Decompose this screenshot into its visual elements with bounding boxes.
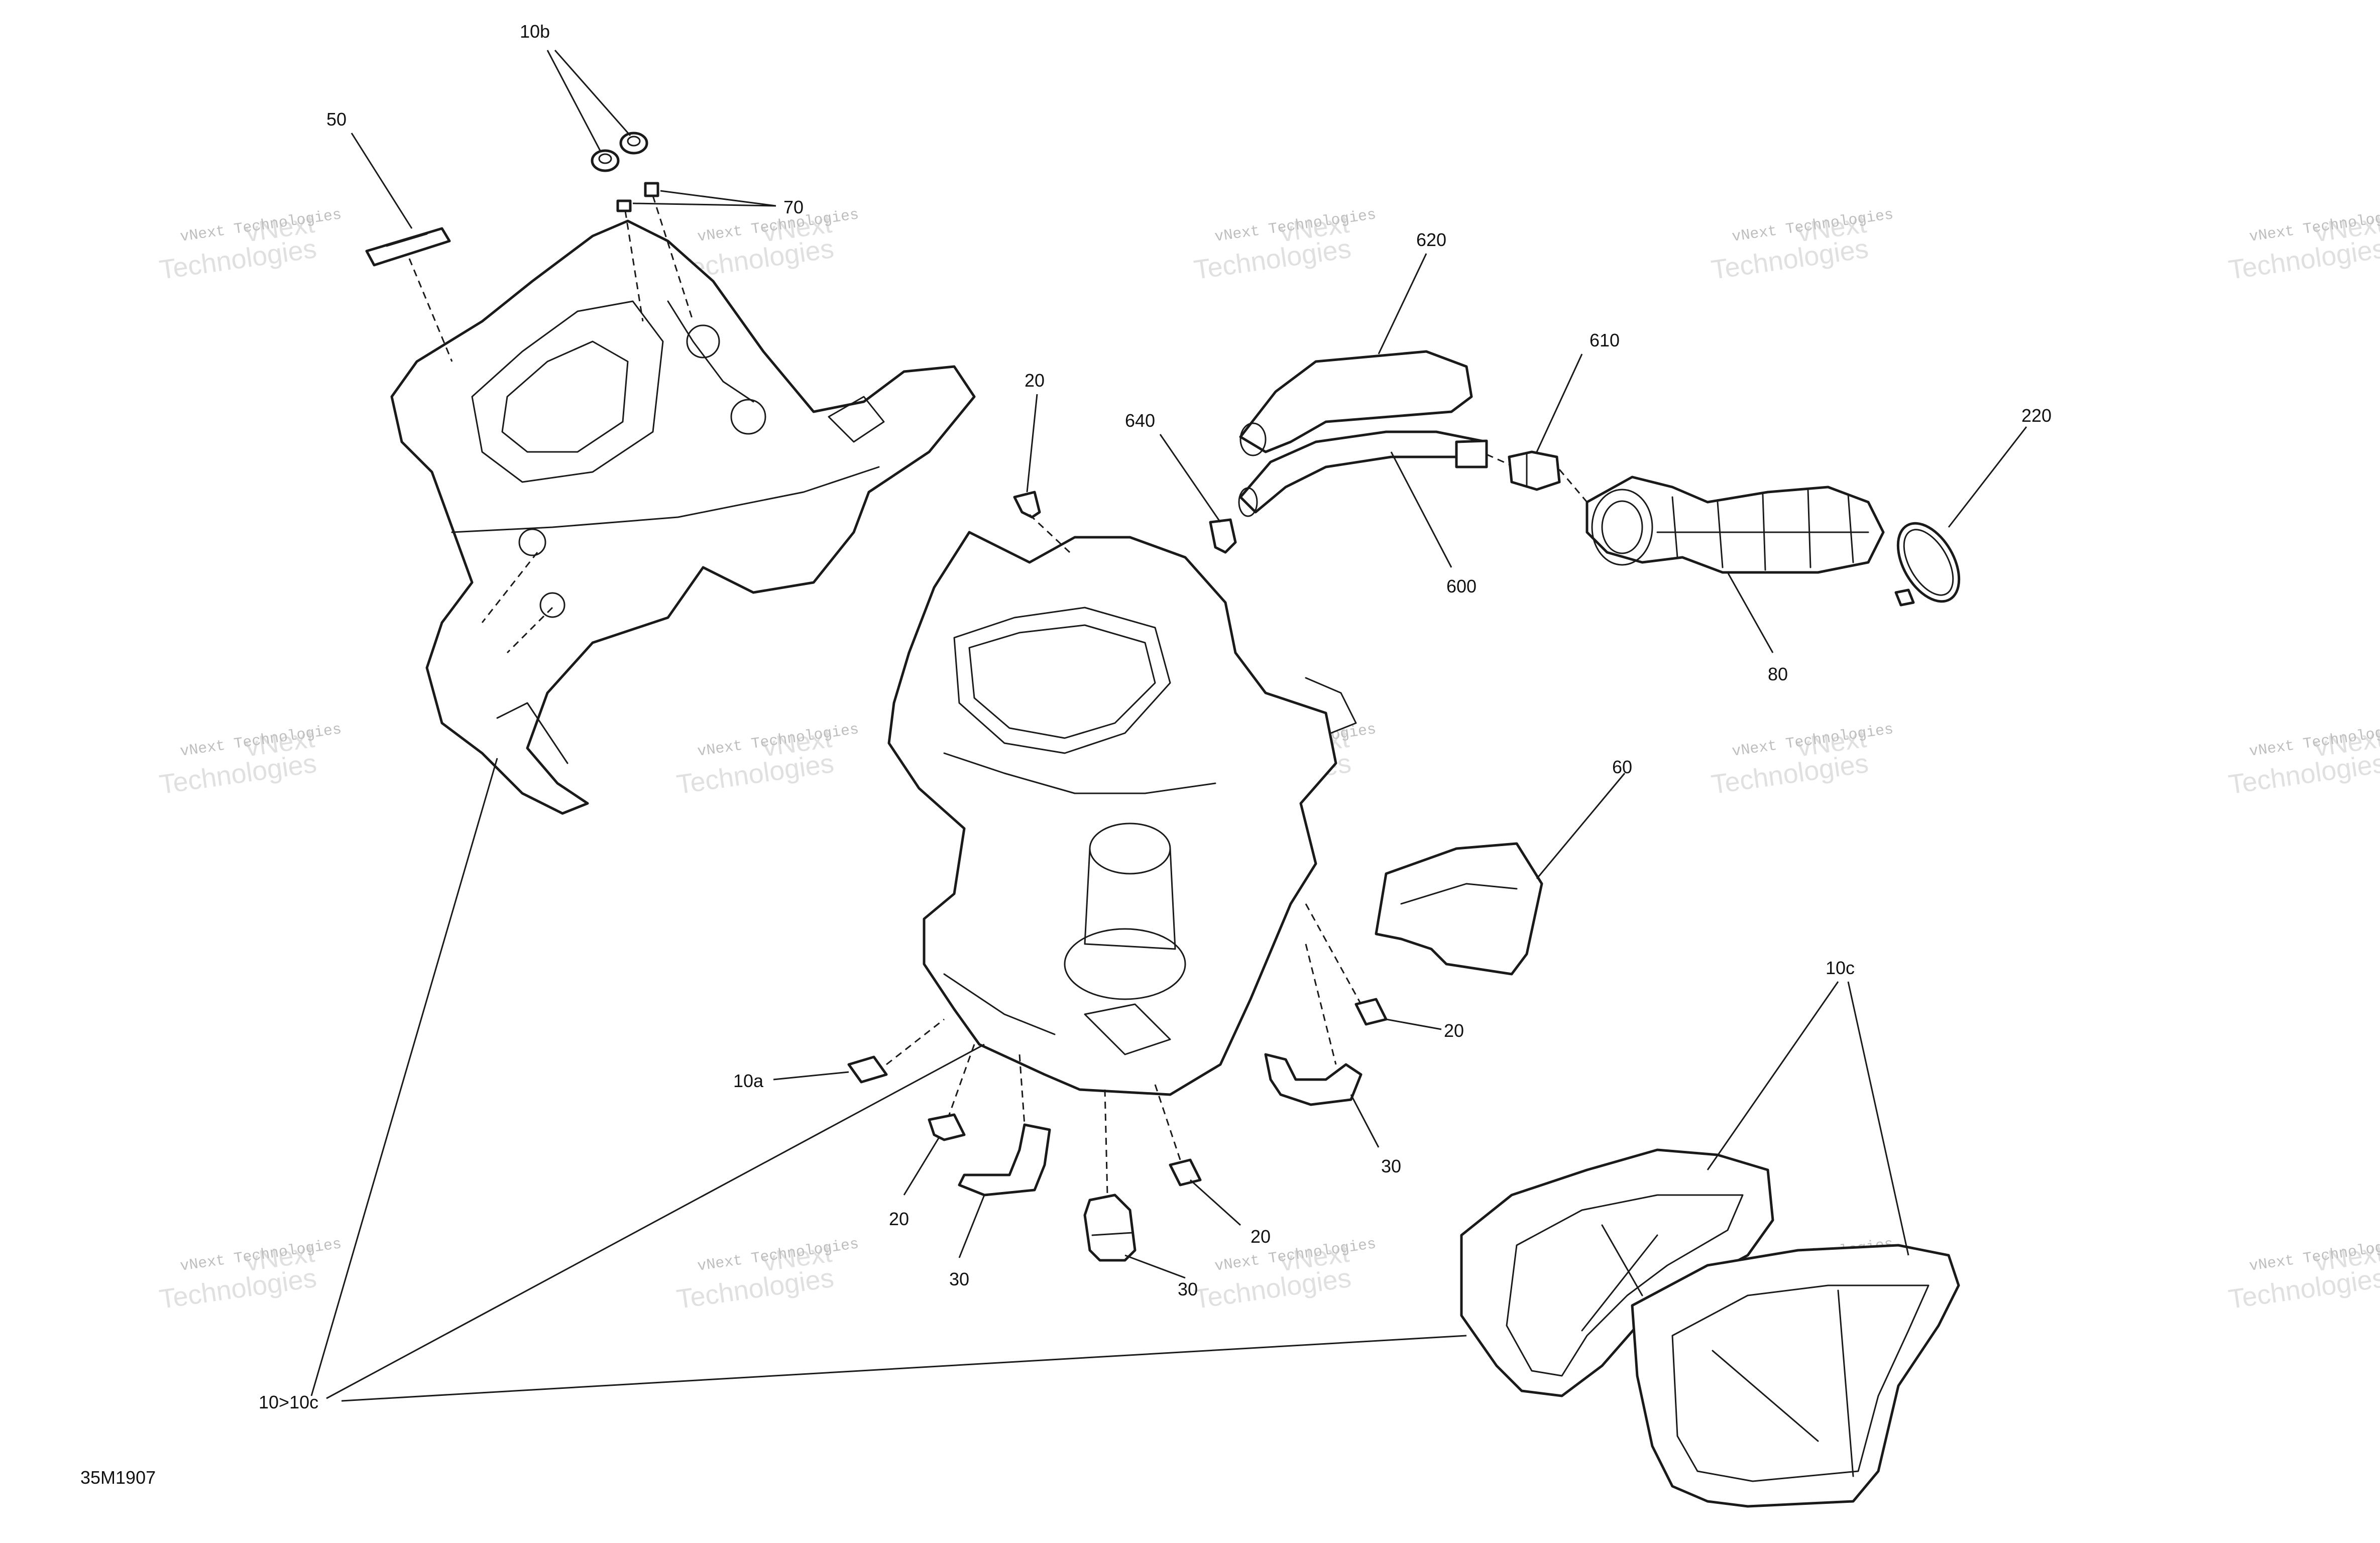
callout-20-lower-mid: 20 <box>1251 1226 1271 1247</box>
watermark: vNext Technologies Technologies vNext <box>1710 206 1895 285</box>
upper-intake-housing <box>390 219 976 815</box>
decal-50 <box>365 227 451 267</box>
callout-10c: 10c <box>1826 958 1855 978</box>
callout-20-right: 20 <box>1444 1020 1464 1041</box>
bracket-30-mid <box>1083 1194 1137 1262</box>
bracket-30-right <box>1264 1053 1363 1106</box>
hose-600 <box>1238 430 1488 517</box>
watermark: vNext Technologies Technologies vNext <box>675 721 860 800</box>
callout-10b: 10b <box>520 21 550 42</box>
callout-10-to-10c: 10>10c <box>259 1392 318 1412</box>
bracket-30-left <box>958 1123 1051 1197</box>
connector-610 <box>1508 450 1561 491</box>
callout-20-top: 20 <box>1025 370 1045 391</box>
assembly-lines <box>408 195 1588 1196</box>
callout-600: 600 <box>1446 576 1477 597</box>
shield-60 <box>1375 842 1543 976</box>
figure-code: 35M1907 <box>80 1467 156 1488</box>
watermark: vNext Technologies Technologies vNext <box>1710 721 1895 800</box>
watermark: vNext Technologies Technologies vNext <box>675 1236 860 1315</box>
watermark: vNext Technologies Technologies vNext <box>2227 206 2380 285</box>
watermark: vNext Technologies Technologies vNext <box>2227 1236 2380 1315</box>
callout-30-mid: 30 <box>1178 1279 1198 1299</box>
clip-20-top <box>1013 491 1041 519</box>
callout-20-lower-left: 20 <box>889 1209 909 1229</box>
leader-lines <box>310 50 2027 1402</box>
callout-30-right: 30 <box>1381 1156 1401 1176</box>
callout-50: 50 <box>326 109 347 130</box>
callout-70: 70 <box>783 197 804 217</box>
callout-220: 220 <box>2021 405 2052 426</box>
callout-labels: 10b 50 70 620 610 20 640 220 600 80 60 1… <box>80 21 2052 1488</box>
callout-80: 80 <box>1768 664 1788 684</box>
clip-20-lower-left <box>928 1113 966 1141</box>
callout-10a: 10a <box>733 1071 764 1091</box>
air-filter-10c <box>1460 1148 1960 1508</box>
callout-610: 610 <box>1590 330 1620 350</box>
hose-620 <box>1239 350 1473 456</box>
watermark: vNext Technologies Technologies vNext <box>158 721 343 800</box>
grommets-10b <box>591 132 648 172</box>
air-box <box>887 531 1357 1096</box>
label-10a-part <box>847 1055 888 1084</box>
fasteners-70 <box>616 182 659 212</box>
intake-duct-80 <box>1585 476 1885 574</box>
callout-60: 60 <box>1612 757 1632 777</box>
watermark: vNext Technologies Technologies vNext <box>1192 1236 1378 1315</box>
callout-30-left: 30 <box>949 1269 969 1289</box>
clamp-220 <box>1894 522 1961 607</box>
watermark: vNext Technologies Technologies vNext <box>1192 206 1378 285</box>
watermark: vNext Technologies Technologies vNext <box>158 1236 343 1315</box>
watermark: vNext Technologies Technologies vNext <box>158 206 343 285</box>
callout-640: 640 <box>1125 410 1155 431</box>
clip-20-lower-mid <box>1169 1158 1202 1186</box>
callout-620: 620 <box>1416 229 1446 250</box>
clip-640 <box>1209 518 1237 554</box>
watermark: vNext Technologies Technologies vNext <box>2227 721 2380 800</box>
